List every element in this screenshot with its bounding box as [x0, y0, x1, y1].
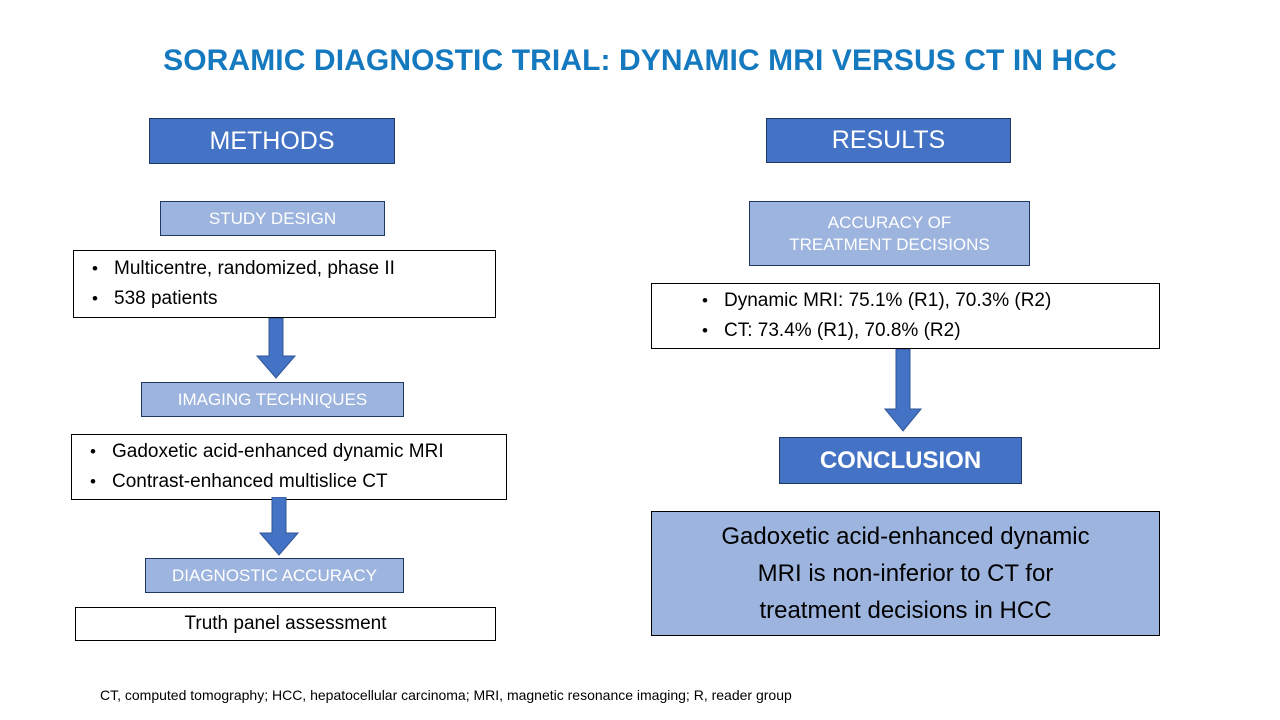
results-header-label: RESULTS	[831, 126, 946, 154]
diagnostic-accuracy-header-box: DIAGNOSTIC ACCURACY	[145, 558, 404, 593]
results-header-box: RESULTS	[766, 118, 1011, 163]
imaging-techniques-content-box: Gadoxetic acid-enhanced dynamic MRI Cont…	[71, 434, 507, 500]
down-arrow-icon-methods-2	[258, 496, 300, 562]
list-item: CT: 73.4% (R1), 70.8% (R2)	[698, 316, 1149, 346]
accuracy-bullet-list: Dynamic MRI: 75.1% (R1), 70.3% (R2) CT: …	[698, 286, 1149, 346]
accuracy-header-label-line1: ACCURACY OF	[827, 212, 952, 232]
conclusion-header-label: CONCLUSION	[819, 447, 982, 474]
imaging-techniques-bullet-list: Gadoxetic acid-enhanced dynamic MRI Cont…	[86, 437, 496, 497]
accuracy-content-box: Dynamic MRI: 75.1% (R1), 70.3% (R2) CT: …	[651, 283, 1160, 349]
page-title: SORAMIC DIAGNOSTIC TRIAL: DYNAMIC MRI VE…	[163, 44, 1117, 77]
list-item: Gadoxetic acid-enhanced dynamic MRI	[86, 437, 496, 467]
imaging-techniques-header-box: IMAGING TECHNIQUES	[141, 382, 404, 417]
methods-header-label: METHODS	[209, 126, 335, 155]
down-arrow-icon-results	[883, 348, 923, 438]
study-design-header-box: STUDY DESIGN	[160, 201, 385, 236]
conclusion-content-box: Gadoxetic acid-enhanced dynamic MRI is n…	[651, 511, 1160, 636]
conclusion-text-line1: Gadoxetic acid-enhanced dynamic	[721, 523, 1090, 550]
accuracy-header-box: ACCURACY OF TREATMENT DECISIONS	[749, 201, 1030, 266]
study-design-header-label: STUDY DESIGN	[208, 208, 337, 228]
conclusion-text-line3: treatment decisions in HCC	[759, 597, 1052, 624]
study-design-content-box: Multicentre, randomized, phase II 538 pa…	[73, 250, 496, 318]
imaging-techniques-header-label: IMAGING TECHNIQUES	[177, 389, 368, 409]
truth-panel-box: Truth panel assessment	[75, 607, 496, 641]
list-item: Multicentre, randomized, phase II	[88, 254, 485, 284]
conclusion-header-box: CONCLUSION	[779, 437, 1022, 484]
methods-header-box: METHODS	[149, 118, 395, 164]
down-arrow-icon-methods-1	[255, 317, 297, 385]
diagnostic-accuracy-header-label: DIAGNOSTIC ACCURACY	[172, 565, 377, 585]
list-item: Dynamic MRI: 75.1% (R1), 70.3% (R2)	[698, 286, 1149, 316]
truth-panel-label: Truth panel assessment	[184, 613, 387, 634]
list-item: 538 patients	[88, 284, 485, 314]
conclusion-text-line2: MRI is non-inferior to CT for	[757, 560, 1054, 587]
list-item: Contrast-enhanced multislice CT	[86, 467, 496, 497]
accuracy-header-label-line2: TREATMENT DECISIONS	[789, 234, 990, 254]
study-design-bullet-list: Multicentre, randomized, phase II 538 pa…	[88, 254, 485, 314]
footnote-abbreviations: CT, computed tomography; HCC, hepatocell…	[100, 687, 792, 703]
